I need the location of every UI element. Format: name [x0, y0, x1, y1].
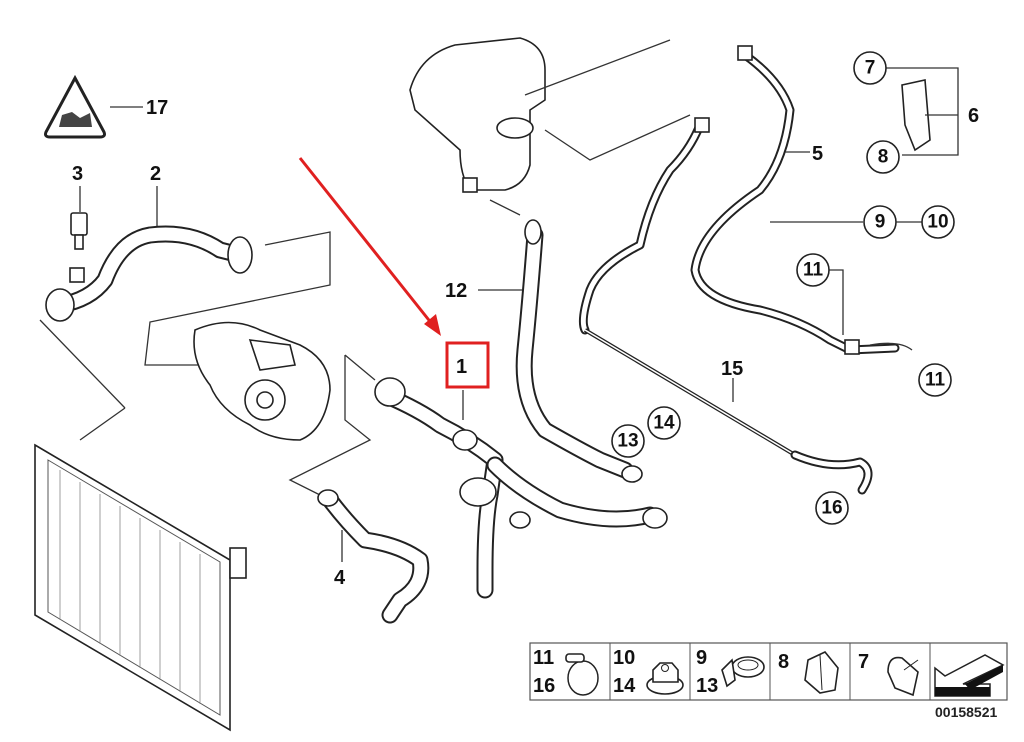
callout-16: 16 [815, 491, 849, 525]
temperature-sensor-icon [70, 212, 88, 250]
hose-5 [578, 45, 900, 355]
svg-text:16: 16 [821, 498, 842, 519]
hose-clamp-icon [565, 653, 599, 696]
callout-14: 14 [647, 406, 681, 440]
svg-text:14: 14 [613, 675, 636, 697]
svg-text:11: 11 [533, 647, 554, 669]
svg-text:9: 9 [875, 212, 886, 233]
hose-2 [45, 225, 253, 322]
hose-holder-icon [804, 651, 839, 694]
warning-triangle-icon [44, 74, 106, 139]
svg-text:7: 7 [865, 58, 876, 79]
bracket-6 [901, 79, 931, 152]
hose-1 [374, 377, 668, 599]
callout-11-a: 11 [796, 253, 830, 287]
callout-8: 8 [866, 140, 900, 174]
callout-7: 7 [853, 51, 887, 85]
svg-text:16: 16 [533, 675, 555, 697]
callout-6: 6 [968, 105, 979, 127]
hose-4 [317, 489, 430, 624]
callout-4: 4 [334, 567, 346, 589]
svg-text:11: 11 [925, 370, 946, 391]
svg-text:8: 8 [778, 651, 789, 673]
legend-cell-flange-nut: 10 14 [613, 647, 684, 697]
legend-cell-clip: 7 [858, 651, 919, 697]
svg-text:13: 13 [696, 675, 718, 697]
callout-10: 10 [921, 205, 955, 239]
svg-text:7: 7 [858, 651, 869, 673]
callout-2: 2 [150, 163, 161, 185]
callout-15: 15 [721, 358, 743, 380]
legend-cell-hose-holder: 8 [778, 651, 839, 694]
clip-icon [887, 656, 919, 697]
svg-text:13: 13 [617, 431, 638, 452]
highlight-box [445, 341, 490, 389]
svg-text:14: 14 [653, 413, 675, 434]
arrow-reference-icon [934, 654, 1005, 697]
callout-11-b: 11 [918, 363, 952, 397]
svg-text:11: 11 [803, 260, 824, 281]
callout-1: 1 [456, 356, 467, 378]
fastener-legend: 11 16 10 14 9 13 8 7 [529, 642, 1008, 701]
svg-text:9: 9 [696, 647, 707, 669]
svg-text:10: 10 [927, 212, 948, 233]
svg-text:8: 8 [878, 147, 889, 168]
legend-cell-pipe-clip: 9 13 [696, 647, 765, 697]
drawing-number: 00158521 [935, 704, 998, 720]
callout-13: 13 [611, 424, 645, 458]
red-arrow-icon [298, 157, 441, 336]
callout-9: 9 [863, 205, 897, 239]
legend-cell-hose-clamp: 11 16 [533, 647, 599, 697]
expansion-tank [409, 37, 546, 216]
flange-nut-icon [646, 662, 684, 695]
pipe-15 [583, 328, 873, 495]
pipe-clip-icon [721, 656, 765, 688]
callout-12: 12 [445, 280, 467, 302]
callout-3: 3 [72, 163, 83, 185]
hose-12 [515, 219, 643, 483]
radiator [34, 443, 247, 732]
callout-5: 5 [812, 143, 823, 165]
callout-17: 17 [146, 97, 168, 119]
water-pump [193, 321, 331, 441]
svg-text:10: 10 [613, 647, 635, 669]
